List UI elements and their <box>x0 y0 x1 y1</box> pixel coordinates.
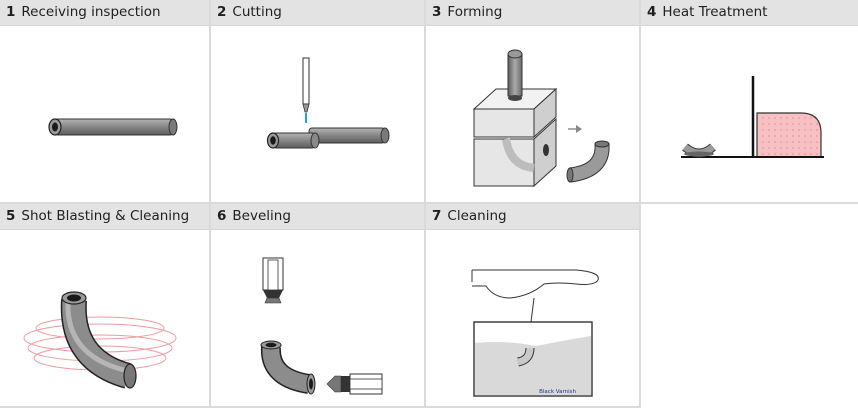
step-number: 7 <box>432 208 442 224</box>
pipe-illustration <box>48 118 178 136</box>
step-header: 5 Shot Blasting & Cleaning <box>0 204 209 230</box>
grid-divider <box>424 0 426 408</box>
step-shot-blasting-cleaning: 5 Shot Blasting & Cleaning <box>0 204 209 406</box>
step-header: 4 Heat Treatment <box>641 0 858 26</box>
grid-divider <box>209 0 211 408</box>
step-header: 6 Beveling <box>211 204 424 230</box>
step-beveling: 6 Beveling <box>211 204 424 406</box>
step-number: 5 <box>6 208 16 224</box>
step-number: 1 <box>6 4 16 20</box>
step-header: 1 Receiving inspection <box>0 0 209 26</box>
step-label: Beveling <box>232 208 291 224</box>
step-label: Cleaning <box>447 208 507 224</box>
step-label: Cutting <box>232 4 282 20</box>
step-header: 2 Cutting <box>211 0 424 26</box>
step-number: 2 <box>217 4 227 20</box>
step-header: 7 Cleaning <box>426 204 639 230</box>
shot-blasting-illustration <box>23 291 177 389</box>
tank-label: Black Varnish <box>539 389 576 395</box>
forming-die-illustration <box>472 49 610 188</box>
step-number: 4 <box>647 4 657 20</box>
step-receiving-inspection: 1 Receiving inspection <box>0 0 209 202</box>
cutting-illustration <box>266 57 390 149</box>
step-number: 6 <box>217 208 227 224</box>
step-header: 3 Forming <box>426 0 639 26</box>
cleaning-tank-illustration: Black Varnish <box>471 269 599 397</box>
step-label: Forming <box>447 4 503 20</box>
grid-divider <box>639 0 641 408</box>
step-label: Shot Blasting & Cleaning <box>21 208 190 224</box>
furnace-illustration <box>681 76 824 158</box>
step-label: Receiving inspection <box>21 4 161 20</box>
step-cleaning: 7 Cleaning Black Varnish <box>426 204 639 406</box>
step-forming: 3 Forming <box>426 0 639 202</box>
grid-divider <box>0 406 641 408</box>
step-number: 3 <box>432 4 442 20</box>
step-cutting: 2 Cutting <box>211 0 424 202</box>
step-heat-treatment: 4 Heat Treatment <box>641 0 858 202</box>
grid-divider <box>0 202 858 204</box>
step-label: Heat Treatment <box>662 4 768 20</box>
beveling-illustration <box>260 257 383 395</box>
